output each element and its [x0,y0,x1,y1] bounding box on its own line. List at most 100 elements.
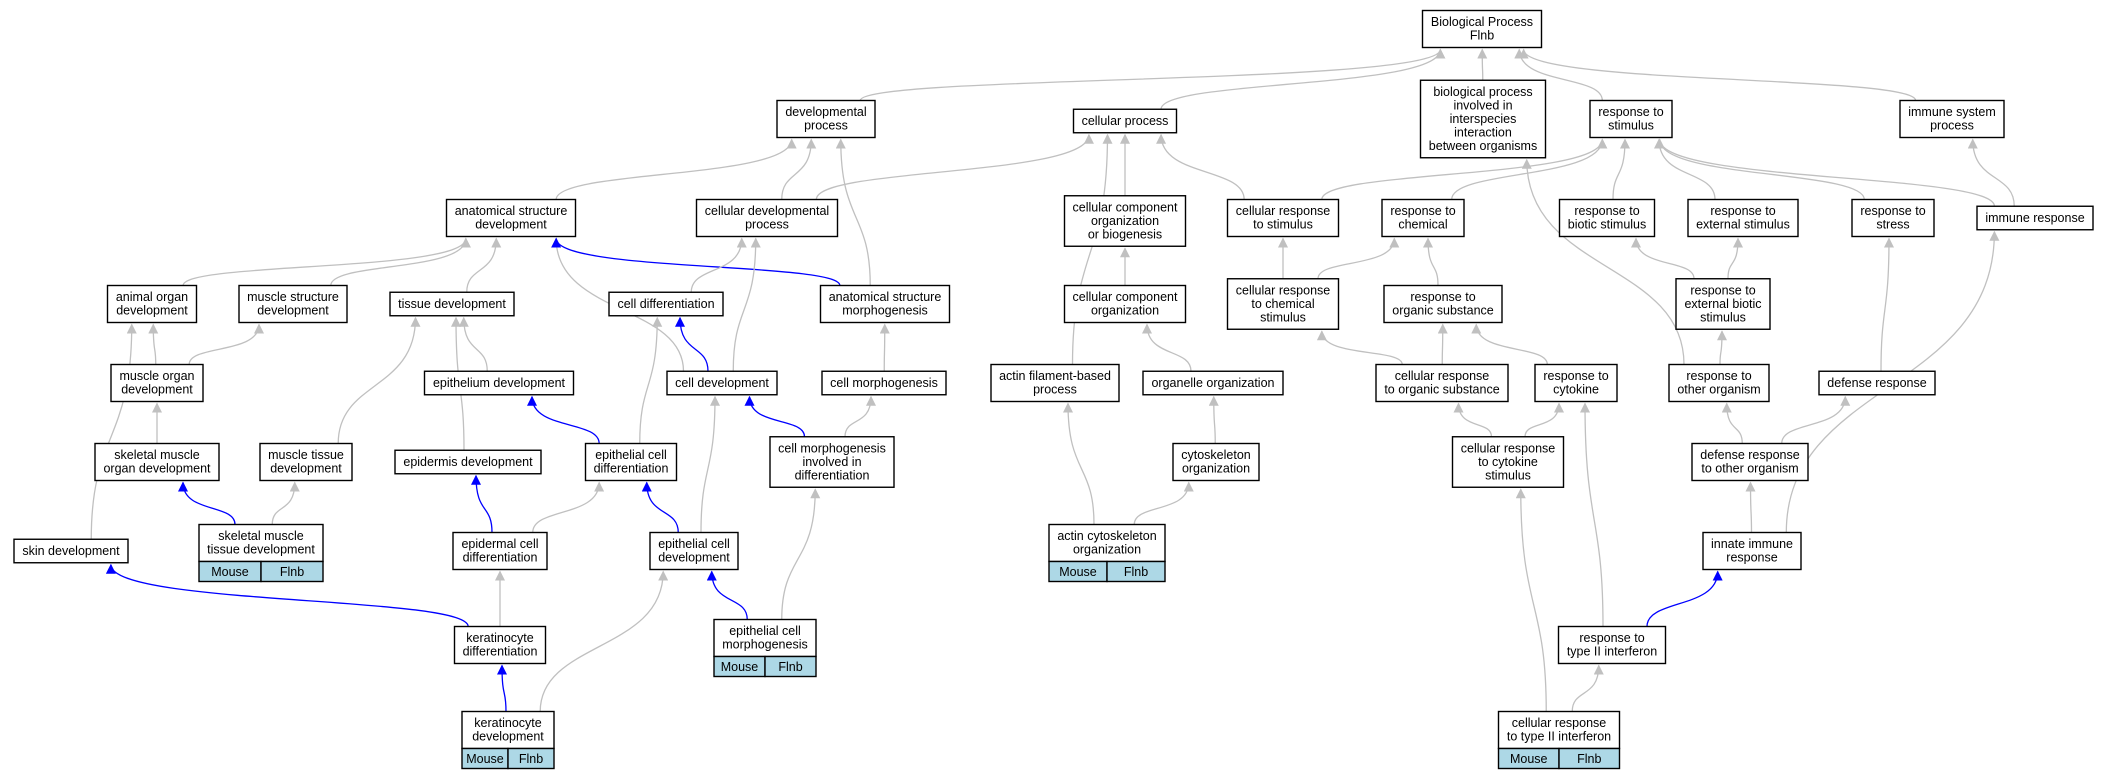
node-box [769,436,895,488]
node-label-line: cell morphogenesis [778,441,886,455]
edge-rebs-to-rext [1727,237,1743,279]
node-label-line: process [745,218,789,232]
node-box [1691,442,1809,482]
node-box [649,531,739,571]
node-box [198,523,324,563]
edge-edc-to-epid [471,474,493,533]
edge-cmid-to-cmorph [844,395,876,437]
annotation-gene-label: Flnb [1124,565,1148,579]
node-box [1383,284,1503,324]
node-box [1048,523,1166,563]
edge-crt2-to-rt2 [1571,664,1604,712]
edge-ecdev-to-ecd [641,481,679,533]
node-label-line: differentiation [795,468,870,482]
node-label-line: involved in [802,455,861,469]
node-label-line: response to [1860,204,1925,218]
node-cmorph: cell morphogenesis [821,370,947,396]
node-box [1497,710,1621,750]
edge-cp-to-bp [1160,48,1446,110]
annotation-gene-cell [1558,747,1621,770]
node-epid: epidermis development [394,449,542,475]
edge-rbio-to-rs [1612,138,1630,200]
node-label-line: process [804,119,848,133]
node-label-line: development [658,551,730,565]
node-label-line: external stimulus [1696,218,1790,232]
node-box [695,198,839,238]
node-label-line: organization [1073,543,1141,557]
edge-smtd-to-mtd [271,481,300,525]
node-label-line: interspecies [1450,112,1517,126]
node-label-line: organelle organization [1151,376,1274,390]
edge-crt2-to-crcyt [1515,488,1547,712]
node-label-line: response to [1686,369,1751,383]
node-label-line: stimulus [1700,310,1746,324]
node-label-line: to cytokine [1478,455,1538,469]
edge-mod-to-msd [188,323,264,365]
node-label-line: organization [1091,214,1159,228]
node-label-line: involved in [1453,98,1512,112]
node-label-line: or biogenesis [1088,227,1162,241]
node-label-line: Biological Process [1431,15,1533,29]
edge-ros-to-rchem [1423,237,1439,286]
node-label-line: organization [1091,304,1159,318]
node-label-line: development [270,462,342,476]
node-box [1558,198,1656,238]
node-box [1899,99,2005,139]
edge-droo-to-roo [1721,402,1743,444]
edge-cmorph-to-asm [879,323,890,372]
node-box [1534,363,1618,403]
edge-smtd-to-smod [178,481,236,525]
node-label-line: epithelium development [433,376,566,390]
node-box [1172,442,1260,482]
node-label-line: actin filament-based [999,369,1111,383]
edge-cdev-to-cdp [732,237,761,372]
edge-ecd-to-epd [527,395,600,444]
node-box [713,618,817,658]
edge-afbp-to-cp [1071,133,1113,365]
edge-rt2-to-iir [1646,570,1723,627]
node-cp: cellular process [1072,108,1178,134]
node-label-line: Flnb [1470,29,1494,43]
edge-ir-to-isp [1967,138,2015,207]
edge-skin-to-aod [90,323,137,540]
node-box [1668,363,1770,403]
node-label-line: tissue development [207,543,315,557]
node-label-line: to other organism [1701,462,1798,476]
node-label-line: epithelial cell [729,624,801,638]
node-label-line: to type II interferon [1507,730,1611,744]
node-label-line: to organic substance [1384,383,1499,397]
node-label-line: differentiation [463,645,538,659]
node-label-line: response to [1690,283,1755,297]
node-label-line: cytoskeleton [1181,448,1251,462]
node-label-line: muscle structure [247,290,339,304]
node-box [1675,278,1771,330]
node-label-line: organic substance [1392,304,1494,318]
annotation-gene-cell [1106,560,1166,583]
edge-cmid-to-cdev [744,395,806,437]
node-box [259,442,353,482]
node-box [13,538,129,564]
node-box [1451,436,1565,488]
node-label-line: interaction [1454,125,1512,139]
node-box [1818,370,1936,396]
node-td: tissue development [389,291,515,317]
node-label-line: differentiation [594,462,669,476]
edge-cdp-to-dev [781,138,817,200]
